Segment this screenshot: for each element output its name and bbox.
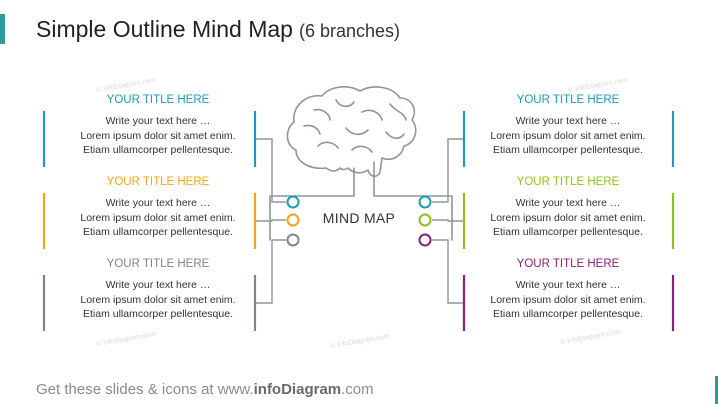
branch-text-line: Etiam ullamcorper pellentesque. — [83, 226, 233, 238]
branch-node-circle — [286, 195, 300, 209]
branch-text: Write your text here … Lorem ipsum dolor … — [58, 196, 258, 240]
branch-text-line: Lorem ipsum dolor sit amet enim. — [490, 211, 646, 224]
branch-text: Write your text here … Lorem ipsum dolor … — [468, 114, 668, 158]
branch-block: YOUR TITLE HERE Write your text here … Lor… — [468, 256, 668, 322]
branch-node-circle — [286, 213, 300, 227]
branch-text-line: Write your text here … — [105, 279, 211, 291]
branch-text: Write your text here … Lorem ipsum dolor … — [58, 278, 258, 322]
title-subtitle: (6 branches) — [298, 21, 401, 41]
footer-prefix: Get these slides & icons at www. — [36, 381, 254, 398]
corner-accent-bar — [715, 376, 718, 404]
branch-text-line: Write your text here … — [515, 197, 621, 209]
branch-block: YOUR TITLE HERE Write your text here … Lor… — [58, 174, 258, 240]
branch-text-line: Lorem ipsum dolor sit amet enim. — [490, 293, 646, 306]
branch-title: YOUR TITLE HERE — [106, 94, 210, 106]
branch-title: YOUR TITLE HERE — [516, 94, 620, 106]
branch-text-line: Lorem ipsum dolor sit amet enim. — [80, 211, 236, 224]
branch-text-line: Etiam ullamcorper pellentesque. — [83, 308, 233, 320]
branch-text-line: Write your text here … — [515, 279, 621, 291]
branch-title: YOUR TITLE HERE — [516, 258, 620, 270]
branch-text-line: Etiam ullamcorper pellentesque. — [493, 308, 643, 320]
branch-text-line: Lorem ipsum dolor sit amet enim. — [80, 129, 236, 142]
connector-line — [255, 239, 286, 304]
brain-icon — [269, 86, 453, 241]
branch-text-line: Lorem ipsum dolor sit amet enim. — [490, 129, 646, 142]
connector-line — [432, 138, 464, 203]
branch-node-circle — [418, 195, 432, 209]
branch-block: YOUR TITLE HERE Write your text here … Lor… — [468, 92, 668, 158]
branch-text-line: Etiam ullamcorper pellentesque. — [493, 226, 643, 238]
branch-node-circle — [418, 213, 432, 227]
branch-block: YOUR TITLE HERE Write your text here … Lor… — [468, 174, 668, 240]
branch-text-line: Write your text here … — [105, 115, 211, 127]
branch-title: YOUR TITLE HERE — [106, 176, 210, 188]
branch-text: Write your text here … Lorem ipsum dolor … — [468, 196, 668, 240]
branch-node-circle — [286, 233, 300, 247]
branch-text-line: Etiam ullamcorper pellentesque. — [493, 144, 643, 156]
connector-line — [255, 138, 286, 203]
branch-title: YOUR TITLE HERE — [106, 258, 210, 270]
branch-text-line: Write your text here … — [515, 115, 621, 127]
branch-block: YOUR TITLE HERE Write your text here … Lor… — [58, 256, 258, 322]
title-accent-bar — [0, 14, 5, 44]
branch-title: YOUR TITLE HERE — [516, 176, 620, 188]
connector-line — [255, 219, 286, 222]
branch-text-line: Lorem ipsum dolor sit amet enim. — [80, 293, 236, 306]
branch-node-circle — [418, 233, 432, 247]
connector-line — [432, 239, 464, 304]
branch-text: Write your text here … Lorem ipsum dolor … — [58, 114, 258, 158]
footer-brand: infoDiagram — [253, 381, 342, 398]
branch-text-line: Etiam ullamcorper pellentesque. — [83, 144, 233, 156]
connector-line — [432, 219, 464, 222]
footer: Get these slides & icons at www.infoDiag… — [36, 381, 374, 398]
branch-text-line: Write your text here … — [105, 197, 211, 209]
page-title: Simple Outline Mind Map(6 branches) — [36, 16, 400, 43]
center-label: MIND MAP — [322, 210, 396, 226]
branch-text: Write your text here … Lorem ipsum dolor … — [468, 278, 668, 322]
branch-block: YOUR TITLE HERE Write your text here … Lor… — [58, 92, 258, 158]
footer-suffix: .com — [341, 381, 374, 398]
title-text: Simple Outline Mind Map — [36, 16, 293, 42]
